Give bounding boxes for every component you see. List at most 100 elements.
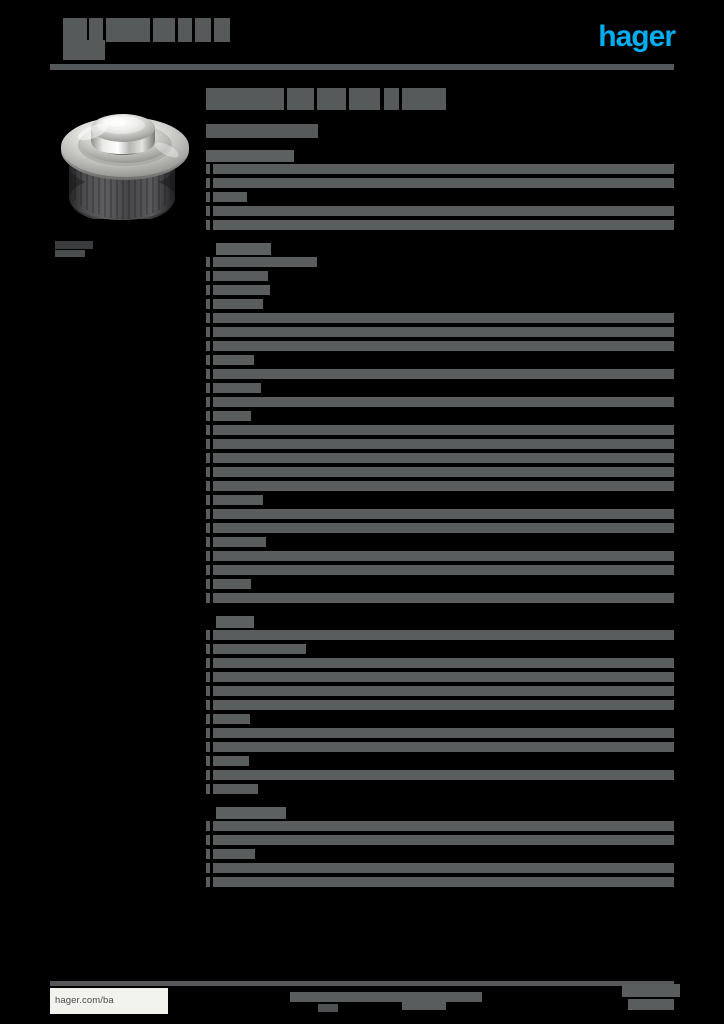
- table-row-value: [213, 383, 261, 393]
- table-row-value: [213, 849, 255, 859]
- table-row-value: [213, 192, 247, 202]
- footer-url[interactable]: hager.com/ba: [50, 988, 168, 1014]
- table-row: [206, 819, 674, 833]
- table-row-value: [213, 327, 674, 337]
- table-row-value: [213, 425, 674, 435]
- redaction-block: [206, 124, 318, 138]
- table-row-value: [213, 728, 674, 738]
- table-row-label: [206, 383, 210, 393]
- table-row-value: [213, 770, 674, 780]
- table-row: [206, 218, 674, 232]
- table-row-value: [213, 220, 674, 230]
- table-row-value: [213, 593, 674, 603]
- table-row-label: [206, 355, 210, 365]
- product-image: [47, 88, 205, 240]
- table-row-label: [206, 821, 210, 831]
- table-row-label: [206, 849, 210, 859]
- table-row-label: [206, 285, 210, 295]
- table-row-label: [206, 481, 210, 491]
- table-row: [206, 726, 674, 740]
- table-row-label: [206, 551, 210, 561]
- redaction-block: [349, 88, 380, 110]
- table-row-label: [206, 425, 210, 435]
- table-row: [206, 847, 674, 861]
- table-row-value: [213, 481, 674, 491]
- redaction-block: [384, 88, 399, 110]
- table-row: [206, 833, 674, 847]
- table-section-header: [206, 807, 674, 819]
- table-row-label: [206, 756, 210, 766]
- table-row-value: [213, 397, 674, 407]
- table-row-value: [213, 495, 263, 505]
- product-caption-redacted: [55, 241, 93, 249]
- table-row-value: [213, 686, 674, 696]
- table-row-value: [213, 756, 249, 766]
- table-row: [206, 521, 674, 535]
- redaction-block: [287, 88, 314, 110]
- specification-table: [206, 150, 674, 900]
- table-row: [206, 451, 674, 465]
- table-row-label: [206, 593, 210, 603]
- redaction-block: [153, 18, 175, 42]
- table-section-header: [206, 243, 674, 255]
- table-row-value: [213, 271, 268, 281]
- hager-logo[interactable]: hager: [598, 20, 676, 53]
- table-row: [206, 875, 674, 889]
- table-section-header: [206, 150, 674, 162]
- footer-center-redacted-2: [318, 1004, 338, 1012]
- product-photo-svg: [61, 114, 189, 220]
- table-row-value: [213, 644, 306, 654]
- table-row: [206, 423, 674, 437]
- redaction-block: [178, 18, 192, 42]
- table-row-label: [206, 411, 210, 421]
- table-row-label: [206, 579, 210, 589]
- table-row-label: [206, 341, 210, 351]
- table-row-label: [206, 644, 210, 654]
- table-row-value: [213, 630, 674, 640]
- page-subtitle-redacted: [206, 124, 674, 138]
- table-row: [206, 409, 674, 423]
- table-row-value: [213, 164, 674, 174]
- table-row-label: [206, 770, 210, 780]
- table-row: [206, 754, 674, 768]
- table-row: [206, 656, 674, 670]
- table-row: [206, 465, 674, 479]
- table-row: [206, 684, 674, 698]
- table-row-label: [206, 257, 210, 267]
- table-row: [206, 507, 674, 521]
- table-row-label: [206, 784, 210, 794]
- table-section: [206, 807, 674, 900]
- table-row-label: [206, 192, 210, 202]
- table-row-label: [206, 313, 210, 323]
- main-content: [206, 88, 674, 900]
- table-row: [206, 549, 674, 563]
- table-row: [206, 768, 674, 782]
- redaction-block: [216, 243, 271, 255]
- section-gap: [206, 796, 674, 807]
- table-section: [206, 243, 674, 616]
- table-row-label: [206, 658, 210, 668]
- table-row: [206, 782, 674, 796]
- table-row-value: [213, 355, 254, 365]
- table-row-value: [213, 714, 250, 724]
- table-row-label: [206, 439, 210, 449]
- table-row: [206, 176, 674, 190]
- table-row: [206, 353, 674, 367]
- table-row: [206, 493, 674, 507]
- redaction-block: [214, 18, 230, 42]
- redaction-block: [317, 88, 346, 110]
- table-row-value: [213, 672, 674, 682]
- table-row-label: [206, 327, 210, 337]
- table-row-value: [213, 178, 674, 188]
- product-caption-redacted-2: [55, 250, 85, 257]
- table-row: [206, 591, 674, 605]
- table-row: [206, 297, 674, 311]
- table-row-label: [206, 178, 210, 188]
- table-row-value: [213, 341, 674, 351]
- table-row-label: [206, 714, 210, 724]
- section-gap: [206, 605, 674, 616]
- table-row-value: [213, 313, 674, 323]
- section-gap: [206, 232, 674, 243]
- table-row: [206, 740, 674, 754]
